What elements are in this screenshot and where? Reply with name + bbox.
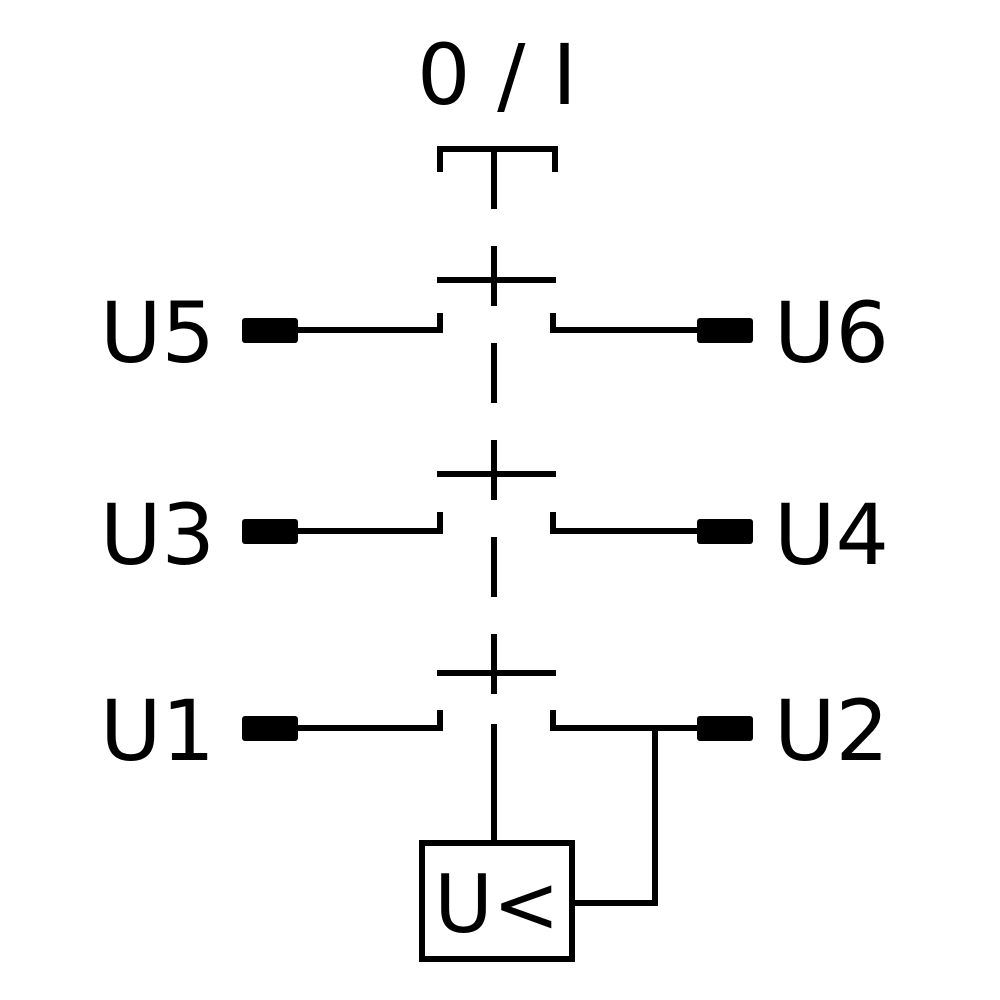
terminal-u5 [242,318,298,343]
relay-feed-wire [572,728,658,906]
label-u6: U6 [774,284,889,382]
terminal-u3 [242,519,298,544]
terminal-u4 [697,519,753,544]
contact-right-stub [550,313,698,333]
contact-right-stub [550,512,698,534]
undervoltage-relay [419,840,575,962]
label-u5: U5 [100,284,215,382]
label-u4: U4 [774,486,889,584]
contact-left-stub [298,313,443,333]
terminal-u1 [242,716,298,741]
relay-label: U< [434,858,560,951]
contact-left-stub [298,710,443,731]
contact-u5-u6 [242,277,753,343]
contact-left-stub [298,512,443,534]
label-u2: U2 [774,682,889,780]
terminal-u2 [697,716,753,741]
switch-actuator [437,146,558,172]
terminal-u6 [697,318,753,343]
contact-u1-u2 [242,670,753,741]
contact-u3-u4 [242,471,753,544]
label-u3: U3 [100,486,215,584]
label-u1: U1 [100,682,215,780]
contact-right-stub [550,710,698,731]
switch-label: 0 / I [417,26,577,124]
